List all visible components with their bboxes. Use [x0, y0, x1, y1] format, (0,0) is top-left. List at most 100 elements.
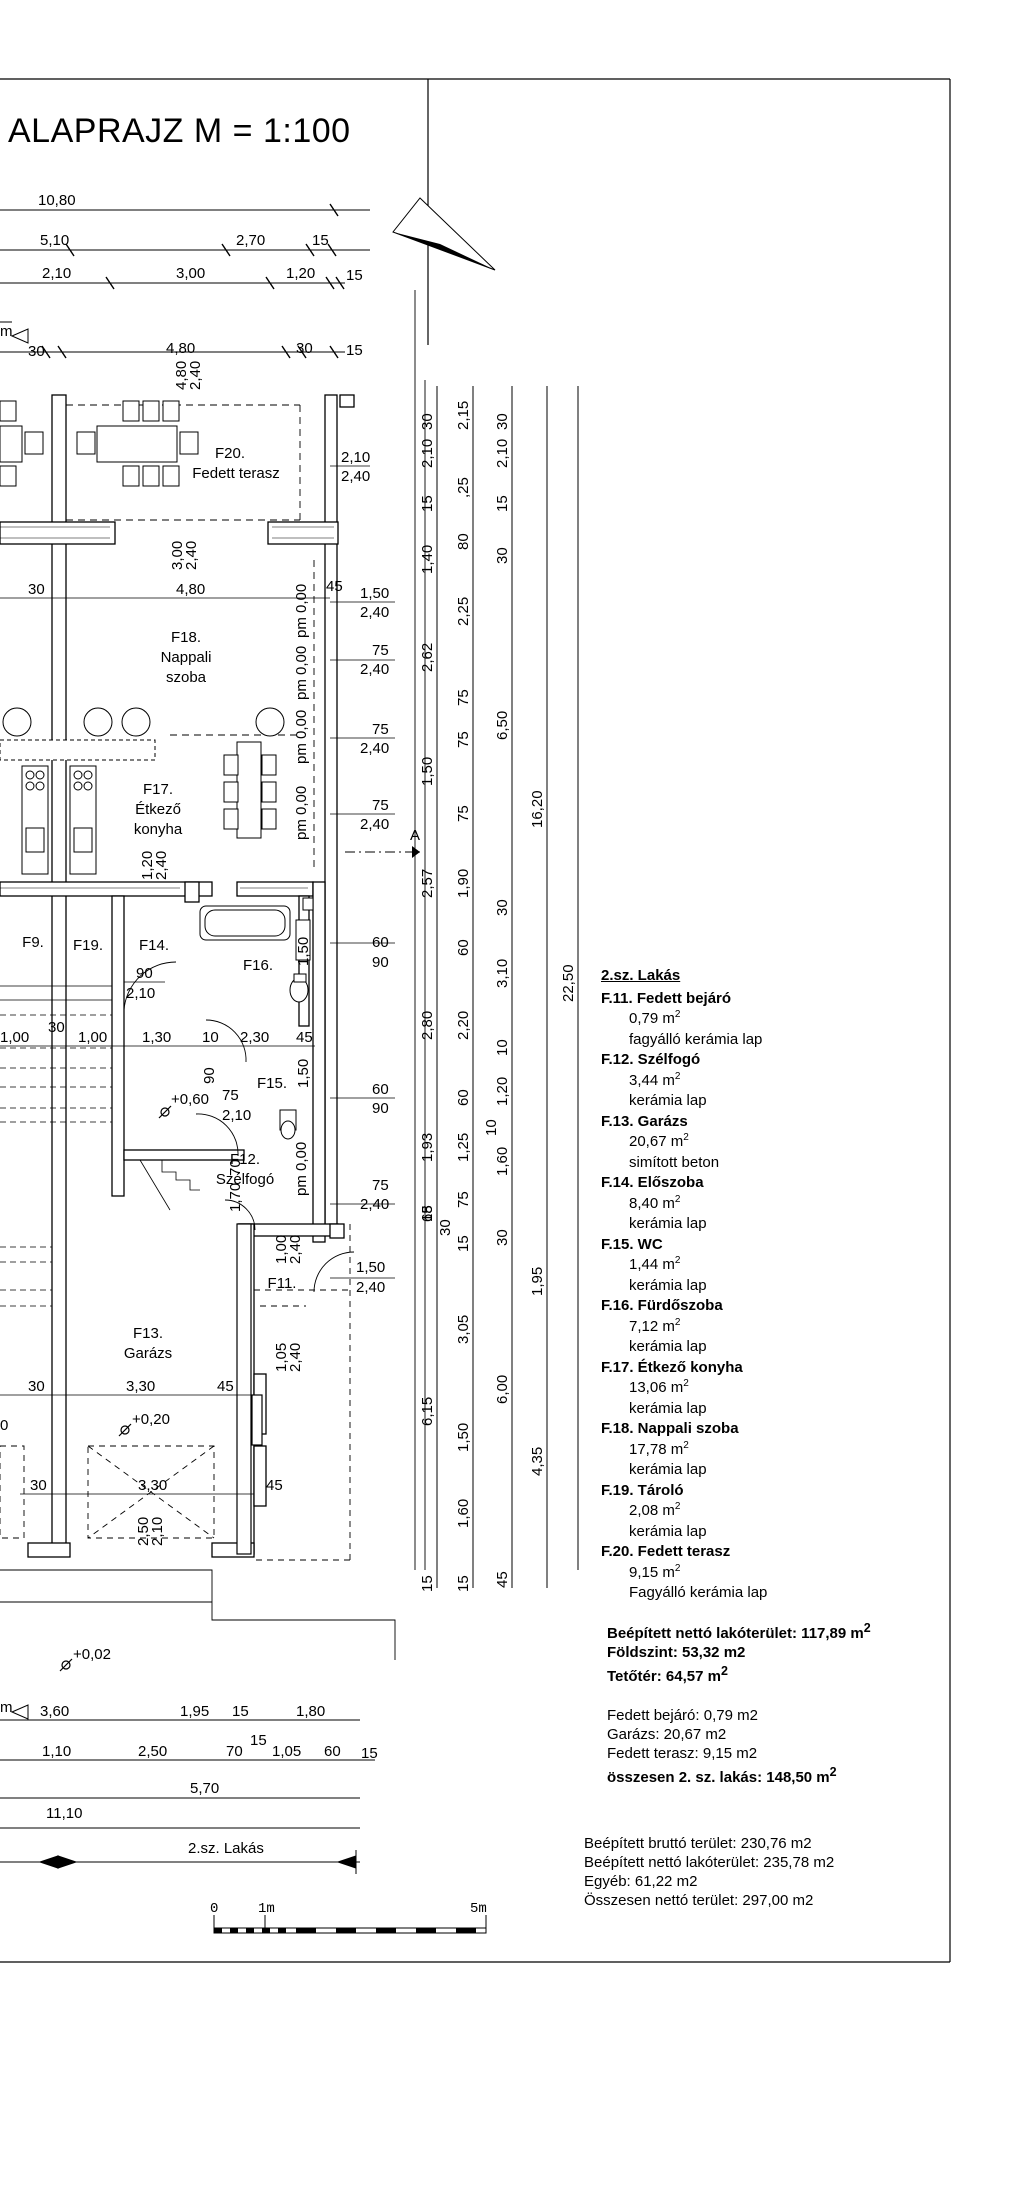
right-dimension-lines	[436, 386, 579, 1588]
inner-dim-45: 45	[326, 578, 343, 595]
svg-text:80: 80	[455, 533, 472, 550]
drawing-title: ALAPRAJZ M = 1:100	[8, 112, 351, 150]
legend-item-name: F.17. Étkező konyha	[601, 1358, 743, 1376]
bottom-label-apartment: 2.sz. Lakás	[188, 1840, 264, 1857]
svg-text:1,50: 1,50	[419, 757, 436, 786]
legend-item-name: F.15. WC	[601, 1235, 663, 1253]
svg-text:1,93: 1,93	[419, 1133, 436, 1162]
garage-car-outline	[0, 1224, 351, 1561]
legend-item-finish: simított beton	[629, 1153, 720, 1171]
section-marker-bottom-icon	[10, 1704, 29, 1720]
dim-2-70: 2,70	[236, 232, 265, 249]
inner-dim-4-80: 4,80	[176, 581, 205, 598]
svg-text:,25: ,25	[455, 477, 472, 498]
legend-item-area: 20,67 m2	[629, 1132, 689, 1151]
inner-dim-2-10: 2,10	[341, 449, 370, 466]
svg-text:45: 45	[494, 1571, 511, 1588]
room-f17-code: F17.	[143, 781, 173, 798]
legend-item-finish: kerámia lap	[629, 1399, 707, 1417]
summary-apartment-total: összesen 2. sz. lakás: 148,50 m2	[607, 1765, 837, 1786]
legend-item-finish: kerámia lap	[629, 1276, 707, 1294]
legend-item-name: F.12. Szélfogó	[601, 1051, 701, 1068]
room-f19: F19.	[73, 937, 103, 954]
garage-dim-30: 30	[28, 1378, 45, 1395]
bottom-dim-60: 60	[324, 1743, 341, 1760]
window-dim-lines	[330, 601, 395, 1279]
window-dim-60-a: 60	[372, 934, 389, 951]
svg-text:75: 75	[455, 689, 472, 706]
right-dim-22-50: 22,50	[560, 964, 577, 1002]
svg-text:2,15: 2,15	[455, 401, 472, 430]
svg-text:10: 10	[483, 1119, 500, 1136]
svg-text:60: 60	[455, 1089, 472, 1106]
top-dimension-lines	[0, 203, 370, 359]
inner-dim-30: 30	[28, 581, 45, 598]
svg-text:75: 75	[455, 1191, 472, 1208]
svg-text:75: 75	[455, 805, 472, 822]
room-f18-code: F18.	[171, 629, 201, 646]
svg-text:1,60: 1,60	[455, 1499, 472, 1528]
legend-item-name: F.11. Fedett bejáró	[601, 989, 732, 1007]
svg-text:15: 15	[419, 1575, 436, 1592]
section-arrow-icon	[412, 846, 420, 858]
level-label-pm-4: pm 0,00	[293, 786, 310, 840]
drawing-frame	[0, 78, 951, 1963]
site-edge	[0, 290, 426, 1660]
svg-text:2,20: 2,20	[455, 1011, 472, 1040]
legend-heading: 2.sz. Lakás	[601, 967, 681, 984]
level-marker-icons	[59, 1105, 172, 1672]
svg-text:1,95: 1,95	[529, 1267, 546, 1296]
inner-dim-1-50-v2: 1,50	[295, 1059, 312, 1088]
window-dim-75-d-h: 2,40	[360, 1196, 389, 1213]
mid-dim-10: 10	[202, 1029, 219, 1046]
right-dim-col4: 30 2,10 15 30 6,50 30 3,10 10 1,20 10 1,…	[483, 413, 511, 1588]
mid-dim-1-30: 1,30	[142, 1029, 171, 1046]
mid-dim-1-00a: 1,00	[0, 1029, 29, 1046]
window-dim-75-c: 75	[372, 797, 389, 814]
garage2-dim-45: 45	[266, 1477, 283, 1494]
mid-dim-45: 45	[296, 1029, 313, 1046]
window-dim-75-a-h: 2,40	[360, 661, 389, 678]
svg-text:6,00: 6,00	[494, 1375, 511, 1404]
right-dim-col5: 16,20 1,95 4,35	[529, 790, 546, 1476]
svg-text:30: 30	[419, 413, 436, 430]
level-label-pm-2: pm 0,00	[293, 646, 310, 700]
legend-item-name: F.16. Fürdőszoba	[601, 1297, 723, 1314]
door-dim-75-h: 2,10	[222, 1107, 251, 1124]
garage-dim-45: 45	[217, 1378, 234, 1395]
summary-other: Egyéb: 61,22 m2	[584, 1873, 698, 1890]
legend-item-finish: kerámia lap	[629, 1092, 707, 1109]
window-dim-1-50: 1,50	[360, 585, 389, 602]
window-dim-60-b-h: 90	[372, 1100, 389, 1117]
terrace-furniture	[0, 400, 199, 487]
svg-text:16,20: 16,20	[529, 790, 546, 828]
legend-item-area: 7,12 m2	[629, 1316, 681, 1335]
room-f13-name: Garázs	[124, 1345, 172, 1362]
legend-item-finish: fagyálló kerámia lap	[629, 1030, 763, 1048]
inner-dim-70: 70	[227, 1159, 244, 1176]
svg-text:2,10: 2,10	[419, 439, 436, 468]
svg-text:68: 68	[419, 1205, 436, 1222]
room-f11: F11.	[268, 1275, 297, 1292]
room-f9: F9.	[22, 934, 44, 951]
bottom-dim-2-50: 2,50	[138, 1743, 167, 1760]
dim-1-20: 1,20	[286, 265, 315, 282]
bottom-dim-1-95: 1,95	[180, 1703, 209, 1720]
door-dim-90: 90	[136, 965, 153, 982]
right-dim-misc-30: 30	[437, 1219, 454, 1236]
bottom-label-m: m	[0, 1699, 13, 1716]
room-f17-name-2: konyha	[134, 821, 183, 838]
dim-2-10: 2,10	[42, 265, 71, 282]
room-f12-code: F12.	[230, 1151, 260, 1168]
svg-text:60: 60	[455, 939, 472, 956]
legend-item-area: 2,08 m2	[629, 1501, 681, 1520]
stairs	[0, 985, 200, 1307]
dim-5-10: 5,10	[40, 232, 69, 249]
